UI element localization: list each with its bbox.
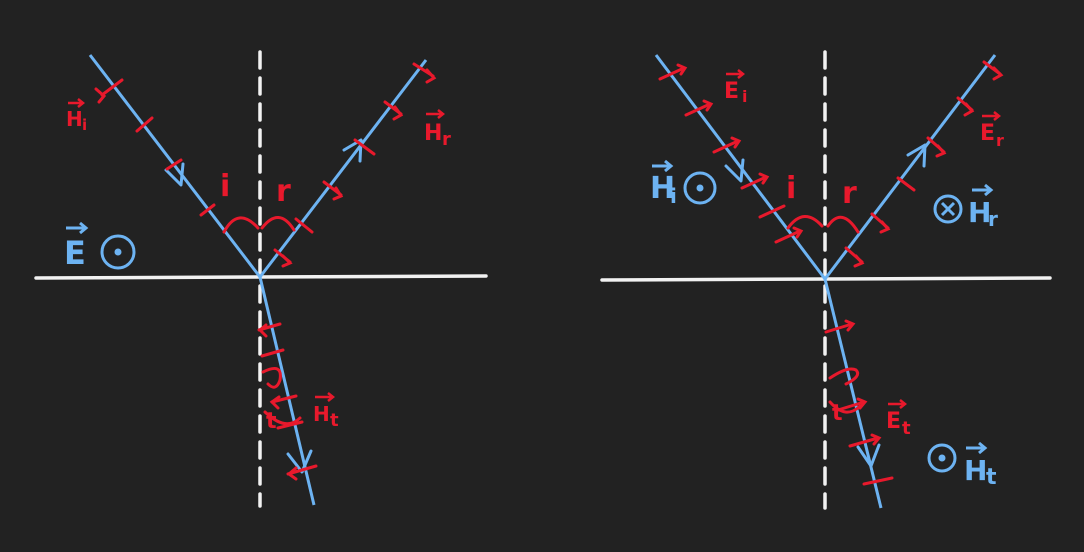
svg-text:H: H — [964, 454, 987, 487]
right-transmitted-ray — [823, 278, 883, 509]
svg-text:t: t — [330, 410, 339, 431]
left-angle-r-label: r — [276, 174, 291, 209]
right-ht-label: H t — [964, 441, 997, 490]
left-panel: i r t H i H r H t E — [34, 50, 488, 508]
right-hr-label: H r — [968, 183, 998, 231]
left-ht-label: H t — [313, 392, 339, 431]
left-angle-i-arc — [222, 216, 260, 234]
left-e-field-label: E — [64, 221, 89, 272]
svg-text:E: E — [980, 121, 995, 146]
left-transmitted-arrow-icon — [286, 449, 313, 474]
left-incident-h-markers — [94, 78, 216, 217]
into-page-cross-icon — [933, 194, 963, 224]
out-of-page-dot-icon — [927, 443, 957, 473]
right-incident-e-markers — [658, 63, 804, 244]
right-reflected-ray — [823, 54, 997, 280]
left-angle-t-arc — [263, 410, 302, 426]
left-reflected-arrow-icon — [342, 138, 363, 163]
right-er-label: E r — [980, 111, 1004, 150]
left-reflected-ray — [258, 59, 428, 278]
svg-text:H: H — [968, 196, 991, 229]
right-incident-ray — [654, 54, 827, 280]
svg-text:i: i — [82, 116, 87, 134]
svg-text:E: E — [64, 234, 86, 272]
right-et-label: E t — [886, 399, 911, 439]
right-transmitted-e-markers — [824, 319, 894, 486]
out-of-page-dot-icon — [100, 234, 136, 270]
svg-text:t: t — [986, 465, 997, 490]
svg-text:r: r — [996, 131, 1004, 150]
svg-text:r: r — [988, 207, 998, 231]
left-incident-arrow-icon — [164, 162, 185, 187]
right-incident-arrow-icon — [724, 158, 745, 183]
left-angle-i-label: i — [220, 169, 230, 204]
svg-text:H: H — [313, 402, 330, 426]
left-angle-t-label: t — [266, 409, 277, 434]
left-hi-label: H i — [66, 98, 87, 134]
right-angle-i-label: i — [786, 171, 796, 206]
svg-text:E: E — [886, 409, 901, 434]
right-panel: i r t E i E r E t H i — [600, 50, 1052, 510]
right-hi-label: H i — [650, 159, 677, 208]
right-angle-r-label: r — [842, 176, 857, 211]
right-reflected-arrow-icon — [906, 143, 927, 168]
right-angle-r-arc — [826, 215, 860, 234]
svg-text:H: H — [650, 171, 675, 206]
right-ei-label: E i — [724, 69, 747, 106]
svg-text:i: i — [742, 87, 747, 106]
left-transmitted-h-markers — [257, 322, 318, 481]
svg-text:E: E — [724, 79, 739, 104]
svg-text:H: H — [424, 121, 442, 146]
svg-text:H: H — [66, 107, 83, 131]
left-reflected-h-markers — [273, 62, 437, 268]
right-angle-i-arc — [786, 215, 824, 230]
svg-text:i: i — [670, 184, 677, 208]
right-transmitted-arrow-icon — [856, 443, 881, 468]
right-reflected-e-markers — [844, 60, 1004, 268]
left-incident-ray — [88, 54, 262, 278]
svg-text:r: r — [442, 129, 451, 150]
svg-text:t: t — [902, 418, 911, 439]
left-transmitted-ray — [258, 276, 316, 506]
left-hr-label: H r — [424, 109, 451, 150]
out-of-page-dot-icon — [683, 171, 717, 205]
right-angle-t-arc — [828, 400, 862, 414]
left-angle-r-arc — [260, 216, 296, 232]
right-angle-t-label: t — [832, 401, 843, 426]
